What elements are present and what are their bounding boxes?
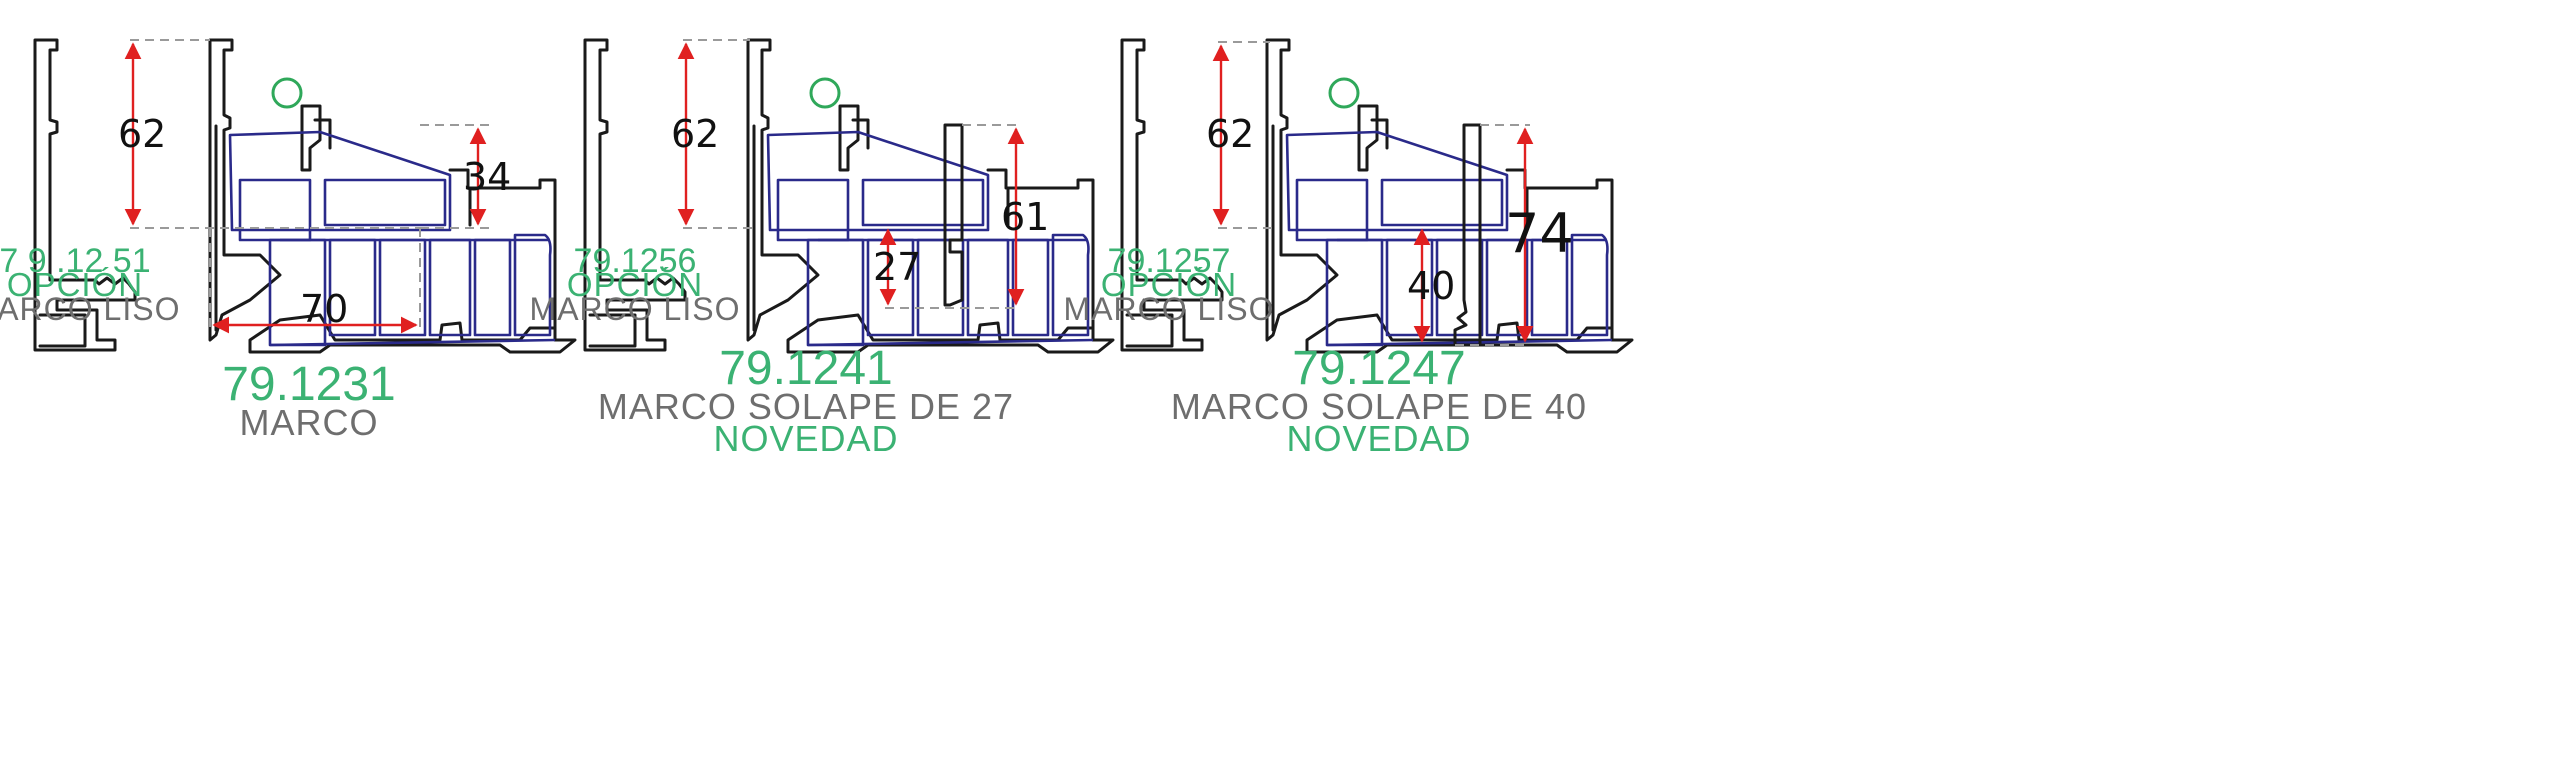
width-dimension-1: 70 [300,287,348,331]
option-code-3: 79.1257 [1108,242,1231,280]
profile-name-3: MARCO SOLAPE DE 40 [1171,386,1587,427]
height-dimension-1: 62 [118,112,166,156]
gasket-seal-2 [809,77,841,109]
overlap-dimension-2: 27 [873,245,921,289]
overlap-dimension-3: 40 [1407,264,1455,308]
profile-name-2: MARCO SOLAPE DE 27 [598,386,1014,427]
overlap-leg-3 [1453,123,1482,347]
profile-1: 62 34 70 7 9 .12 51 OPCIÓN MARCO LISO 79… [0,38,577,443]
main-frame-drawing-2 [746,38,1115,354]
new-badge-3: NOVEDAD [1286,418,1471,459]
frame-height-dimension-2: 61 [1001,195,1049,239]
profile-3: 62 40 74 79.1257 OPCIÓN MARCO LISO 79.12… [1064,38,1634,459]
option-desc-2: MARCO LISO [530,291,741,327]
option-code-1: 7 9 .12 51 [0,242,151,280]
option-label-1: OPCIÓN [7,266,143,303]
option-code-2: 79.1256 [574,242,697,280]
main-frame-drawing-1 [208,38,577,354]
new-badge-2: NOVEDAD [713,418,898,459]
option-label-3: OPCIÓN [1101,266,1237,303]
profile-2: 62 27 61 79.1256 OPCIÓN MARCO LISO 79.12… [530,38,1115,459]
height-dimension-3: 62 [1206,112,1254,156]
profile-code-2: 79.1241 [719,342,893,395]
profile-name-1: MARCO [240,402,379,443]
frame-height-dimension-3: 74 [1505,202,1574,265]
overlap-leg-2 [943,123,964,307]
option-desc-1: MARCO LISO [0,291,180,327]
frame-height-dimension-1: 34 [463,155,511,199]
option-label-2: OPCIÓN [567,266,703,303]
gasket-seal-3 [1328,77,1360,109]
gasket-seal-1 [271,77,303,109]
profile-code-3: 79.1247 [1292,342,1466,395]
height-dimension-2: 62 [671,112,719,156]
profile-code-1: 79.1231 [222,358,396,411]
option-desc-3: MARCO LISO [1064,291,1275,327]
